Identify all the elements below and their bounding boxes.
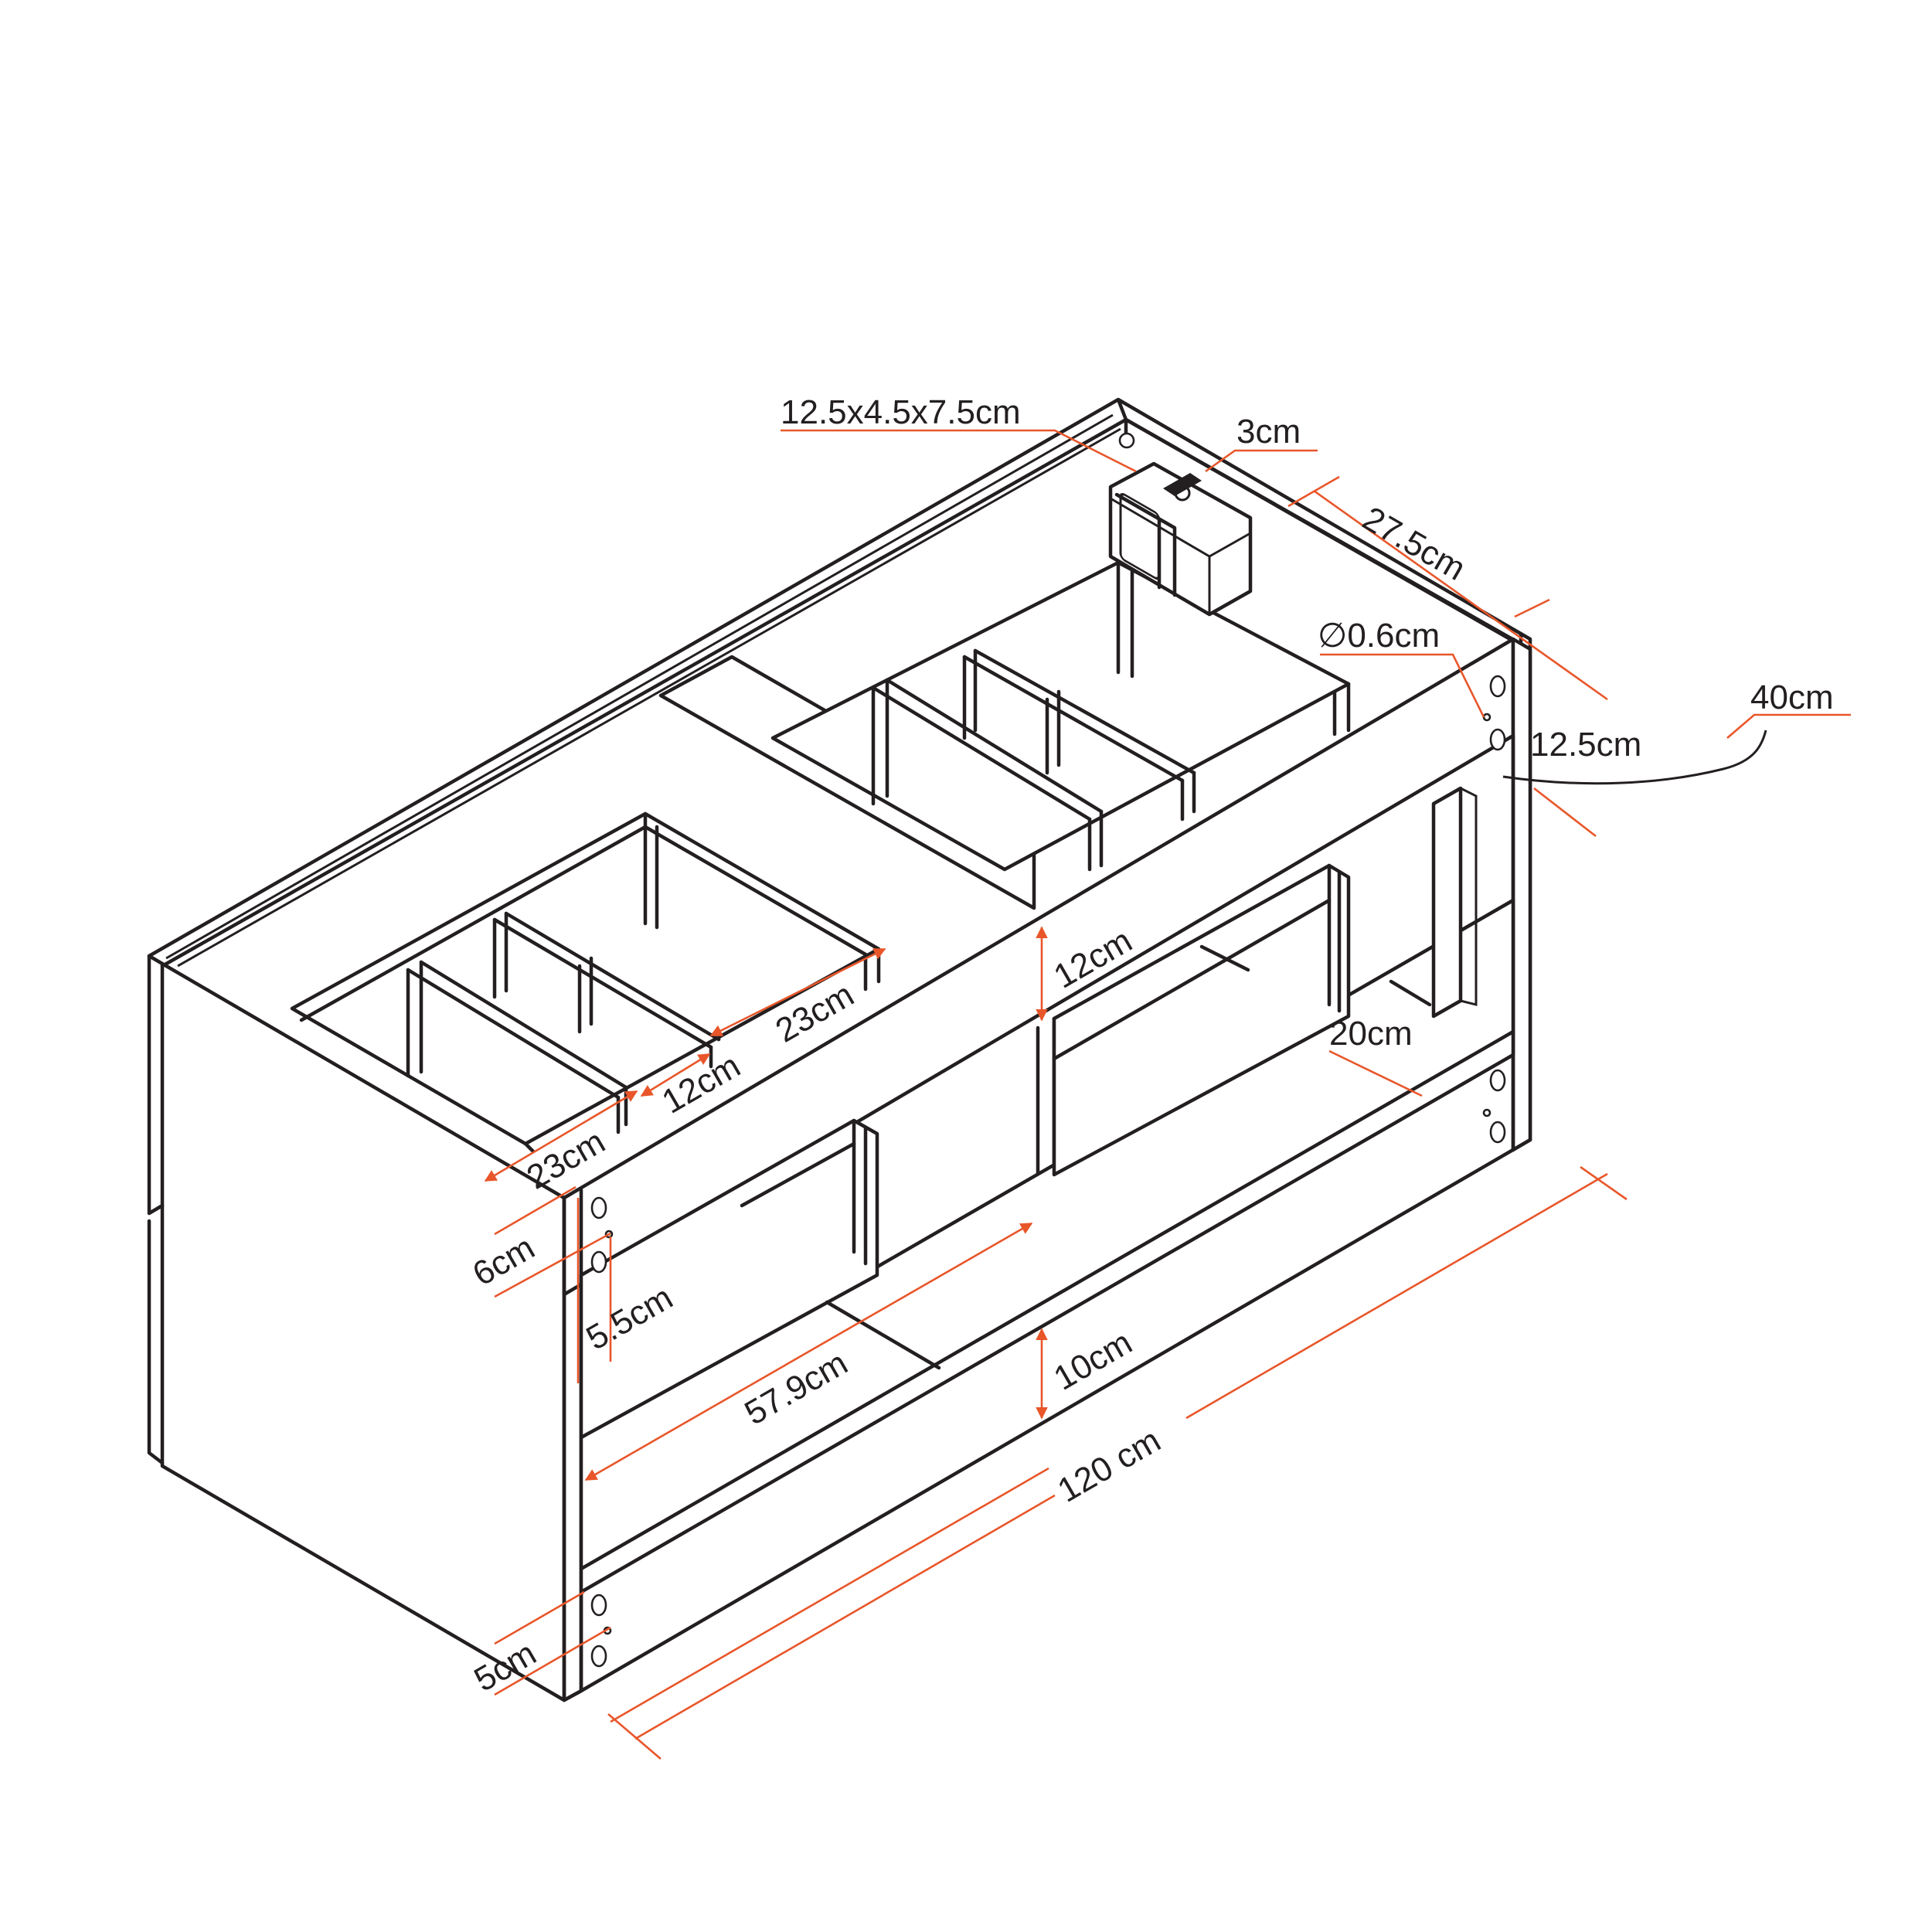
top-back-rim-inner	[165, 413, 1121, 968]
led-control-box	[1108, 461, 1253, 617]
label-cable-length: 40cm	[1750, 679, 1834, 716]
bottom-edge	[562, 1138, 1532, 1702]
label-rail-height-top: 12.5cm	[1530, 726, 1641, 764]
right-organizer	[770, 560, 1351, 872]
led-cable	[1502, 730, 1767, 785]
label-depth: 27.5cm	[1356, 499, 1471, 588]
cabinet-body	[147, 397, 1767, 1702]
label-hole-diameter: ∅0.6cm	[1318, 617, 1440, 655]
label-total-width: 120 cm	[1052, 1421, 1167, 1510]
dimension-labels: 12.5x4.5x7.5cm 3cm 27.5cm ∅0.6cm 12.5cm …	[467, 393, 1834, 1699]
left-organizer	[290, 811, 881, 1154]
label-led-box: 12.5x4.5x7.5cm	[781, 393, 1021, 431]
mounting-holes	[590, 432, 1506, 1668]
front-right-post	[1511, 637, 1532, 1152]
label-back-rail: 3cm	[1236, 413, 1301, 451]
label-shelf-depth: 20cm	[1329, 1015, 1413, 1053]
dimension-lines	[484, 429, 1851, 1760]
left-panel-edge	[147, 954, 165, 1465]
rear-column	[1431, 786, 1463, 1019]
label-bottom-rail-height: 10cm	[1048, 1323, 1139, 1397]
